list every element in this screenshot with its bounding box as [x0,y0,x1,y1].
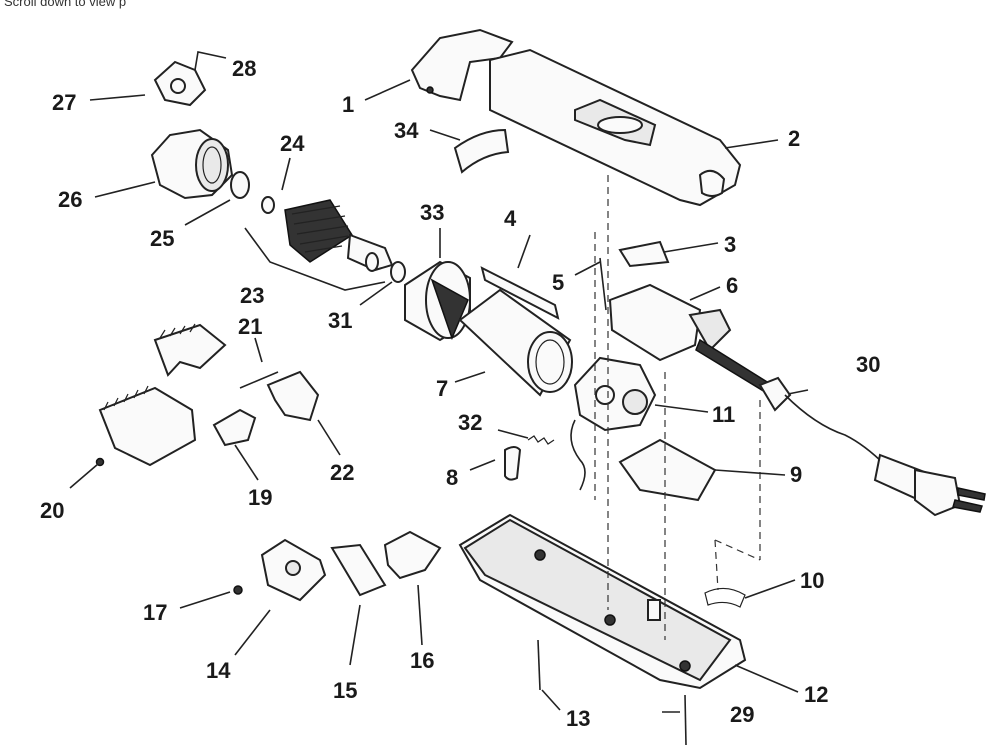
label-23: 23 [240,283,264,308]
part-10-clip [704,587,746,608]
label-20: 20 [40,498,64,523]
label-11: 11 [712,402,735,427]
label-29: 29 [730,702,754,727]
label-32: 32 [458,410,482,435]
upper-housing [410,28,742,207]
part-25-ring [230,171,250,199]
part-30-cord [758,376,986,517]
part-24-armature [261,196,394,272]
label-5: 5 [552,270,564,295]
label-19: 19 [248,485,272,510]
part-34-switch-cover [453,128,510,174]
label-8: 8 [446,465,458,490]
label-12: 12 [804,682,828,707]
label-21: 21 [238,314,262,339]
part-3-5-6-switch [599,240,782,400]
part-19-22-blade-parts [95,323,320,467]
part-26-front-cap [150,128,234,200]
scroll-hint-text: Scroll down to view p [4,0,127,9]
label-10: 10 [800,568,824,593]
label-3: 3 [724,232,736,257]
label-34: 34 [394,118,419,143]
label-31: 31 [328,308,352,333]
label-25: 25 [150,226,174,251]
part-33-magnet [404,260,471,342]
part-8-brush [504,446,522,481]
label-4: 4 [504,206,517,231]
part-7-cylinder [458,288,573,397]
part-13-screw [537,639,541,691]
label-6: 6 [726,273,738,298]
label-22: 22 [330,460,354,485]
label-33: 33 [420,200,444,225]
part-32-spring [527,435,555,445]
label-2: 2 [788,126,800,151]
label-26: 26 [58,187,82,212]
part-14-15-16-17-blade-assembly [233,530,442,602]
part-12-lower-housing [458,513,747,690]
part-27-28-clip [153,51,227,107]
label-14: 14 [206,658,231,683]
label-1: 1 [342,92,354,117]
label-13: 13 [566,706,590,731]
part-labels: 1 2 3 4 5 6 7 8 9 10 11 12 13 14 15 16 1… [40,56,880,731]
label-17: 17 [143,600,167,625]
part-4-bar [480,266,560,320]
assembly-lines [594,175,761,640]
label-9: 9 [790,462,802,487]
part-9-insulator [618,438,717,502]
part-29-screw [684,694,687,746]
label-24: 24 [280,131,305,156]
label-28: 28 [232,56,256,81]
label-30: 30 [856,352,880,377]
label-27: 27 [52,90,76,115]
part-31-ring [390,261,406,283]
label-7: 7 [436,376,448,401]
leader-lines [69,79,809,713]
label-15: 15 [333,678,357,703]
label-16: 16 [410,648,434,673]
